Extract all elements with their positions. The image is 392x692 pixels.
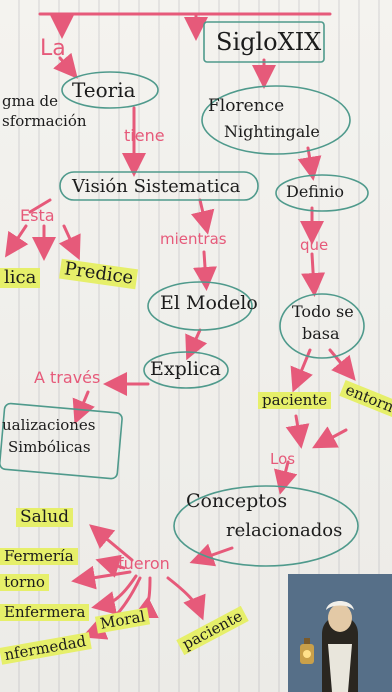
arrow-fueron-enfermeria [95, 554, 126, 578]
node-enfermera: Enfermera [0, 604, 90, 621]
arrow-los-conceptos [273, 460, 298, 495]
node-relacionados: relacionados [226, 520, 343, 541]
vision-box [59, 171, 259, 201]
node-transformacion: sformación [2, 112, 87, 130]
node-visualizaciones: ualizaciones [2, 416, 96, 434]
arrow-modelo-explica [185, 328, 208, 361]
modelo-ellipse [147, 281, 253, 331]
node-conceptos: Conceptos [186, 490, 288, 512]
node-tiene: tiene [124, 126, 165, 145]
node-florence: Florence [208, 96, 285, 116]
node-basa: basa [302, 324, 340, 343]
arrow-fueron-entorno [71, 565, 132, 590]
conceptos-ellipse [173, 485, 359, 567]
todo-ellipse [279, 293, 365, 359]
arrow-que-todo [301, 252, 326, 297]
node-que: que [300, 236, 329, 254]
arrow-fueron-enfermera [91, 574, 138, 615]
node-atraves: A través [34, 368, 101, 387]
node-enfermeria: Fermería [0, 548, 78, 565]
arrow-mientras-modelo [193, 250, 217, 291]
explica-ellipse [143, 351, 229, 389]
node-los: Los [270, 450, 296, 468]
node-teoria: Teoria [72, 78, 136, 102]
node-salud: Salud [16, 508, 74, 527]
portrait-figure-icon [288, 574, 392, 692]
node-definio: Definio [286, 182, 345, 201]
node-siglo: SigloXIX [216, 28, 322, 56]
arrow-florence-definio [297, 146, 322, 181]
node-paciente: paciente [258, 392, 332, 409]
arrow-todo-entorno [328, 348, 356, 381]
arrow-atraves-vis [72, 390, 95, 425]
node-explica-left: lica [0, 268, 41, 288]
node-la: La [40, 36, 66, 61]
arrow-entorno-los [312, 426, 348, 449]
arrow-vision-mientras [190, 198, 215, 235]
node-esta: Esta [20, 206, 55, 225]
node-entorno2: torno [0, 574, 49, 591]
node-paradigma: gma de [2, 92, 59, 110]
arrow-conceptos-fueron [189, 543, 234, 567]
florence-ellipse [201, 85, 351, 155]
arrow-la-teoria [53, 52, 78, 79]
node-vision: Visión Sistematica [72, 176, 241, 197]
node-fueron: fueron [118, 554, 170, 573]
siglo-box [203, 21, 325, 63]
florence-nightingale-portrait [288, 574, 392, 692]
node-simbolicas: Simbólicas [8, 438, 91, 456]
arrow-paciente-los [285, 414, 310, 449]
arrow-vision-esta [28, 198, 52, 214]
vis-box [0, 402, 123, 480]
node-explica: Explica [150, 358, 221, 380]
node-todo-se: Todo se [292, 302, 354, 321]
node-mientras: mientras [160, 230, 227, 248]
teoria-ellipse [61, 71, 159, 109]
arrow-fueron-salud [89, 524, 134, 562]
arrow-esta-3 [58, 224, 81, 261]
arrow-fueron-paciente [166, 576, 206, 621]
node-modelo: El Modelo [160, 292, 258, 314]
arrow-esta-1 [5, 224, 29, 258]
definio-ellipse [275, 174, 369, 212]
node-nightingale: Nightingale [224, 122, 320, 141]
